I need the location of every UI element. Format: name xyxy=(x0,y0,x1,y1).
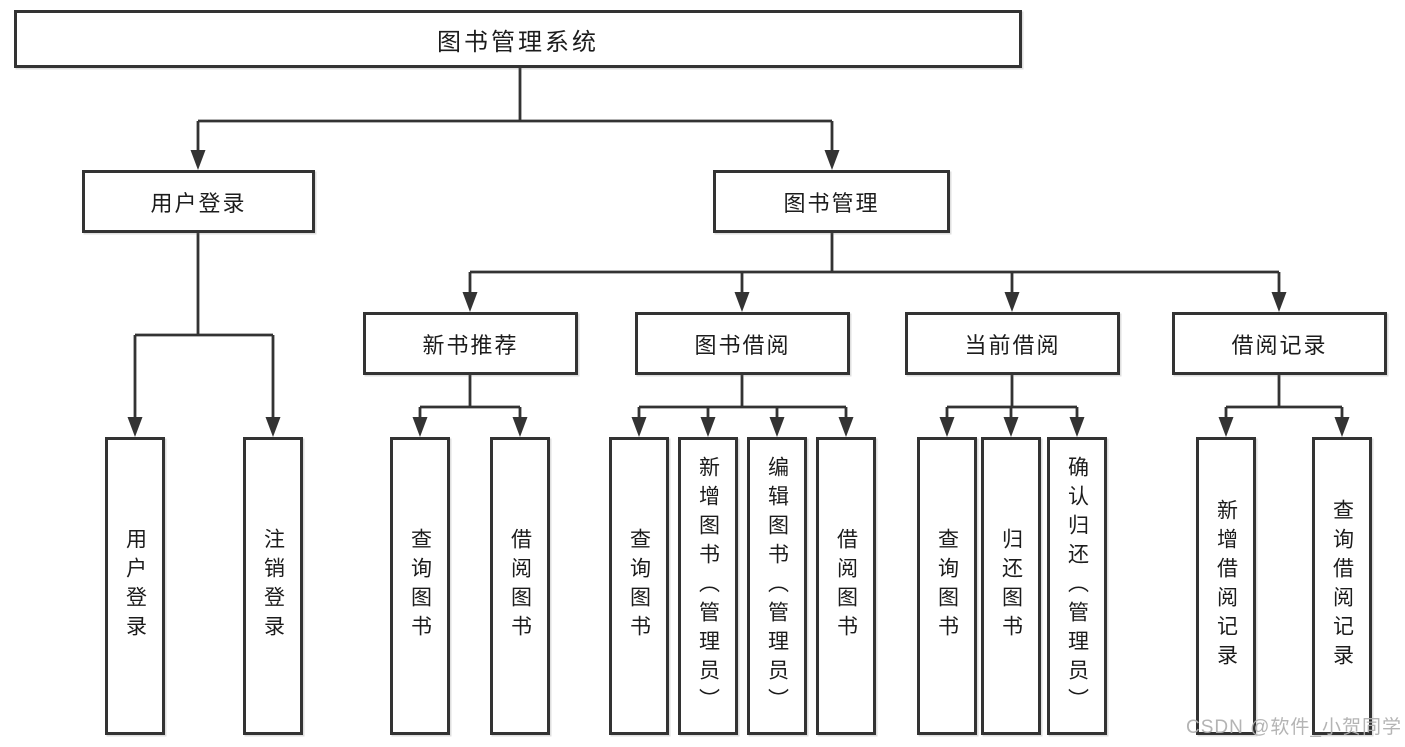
leaf-search-borrow-record: 查询借阅记录 xyxy=(1312,437,1372,735)
node-library-management-system: 图书管理系统 xyxy=(14,10,1022,68)
leaf-borrow-books-recommend: 借阅图书 xyxy=(490,437,550,735)
node-book-management: 图书管理 xyxy=(713,170,950,233)
leaf-search-books-recommend: 查询图书 xyxy=(390,437,450,735)
node-user-login: 用户登录 xyxy=(82,170,315,233)
node-book-borrowing: 图书借阅 xyxy=(635,312,850,375)
leaf-logout: 注销登录 xyxy=(243,437,303,735)
leaf-borrow-books-borrowing: 借阅图书 xyxy=(816,437,876,735)
leaf-search-books-current: 查询图书 xyxy=(917,437,977,735)
leaf-confirm-return-admin: 确认归还（管理员） xyxy=(1047,437,1107,735)
leaf-user-login: 用户登录 xyxy=(105,437,165,735)
leaf-edit-book-admin: 编辑图书（管理员） xyxy=(747,437,807,735)
leaf-add-borrow-record: 新增借阅记录 xyxy=(1196,437,1256,735)
node-new-book-recommend: 新书推荐 xyxy=(363,312,578,375)
node-current-borrowing: 当前借阅 xyxy=(905,312,1120,375)
node-borrowing-records: 借阅记录 xyxy=(1172,312,1387,375)
leaf-search-books-borrowing: 查询图书 xyxy=(609,437,669,735)
leaf-return-book: 归还图书 xyxy=(981,437,1041,735)
leaf-add-book-admin: 新增图书（管理员） xyxy=(678,437,738,735)
csdn-watermark: CSDN @软件_小贺同学 xyxy=(1186,717,1402,738)
